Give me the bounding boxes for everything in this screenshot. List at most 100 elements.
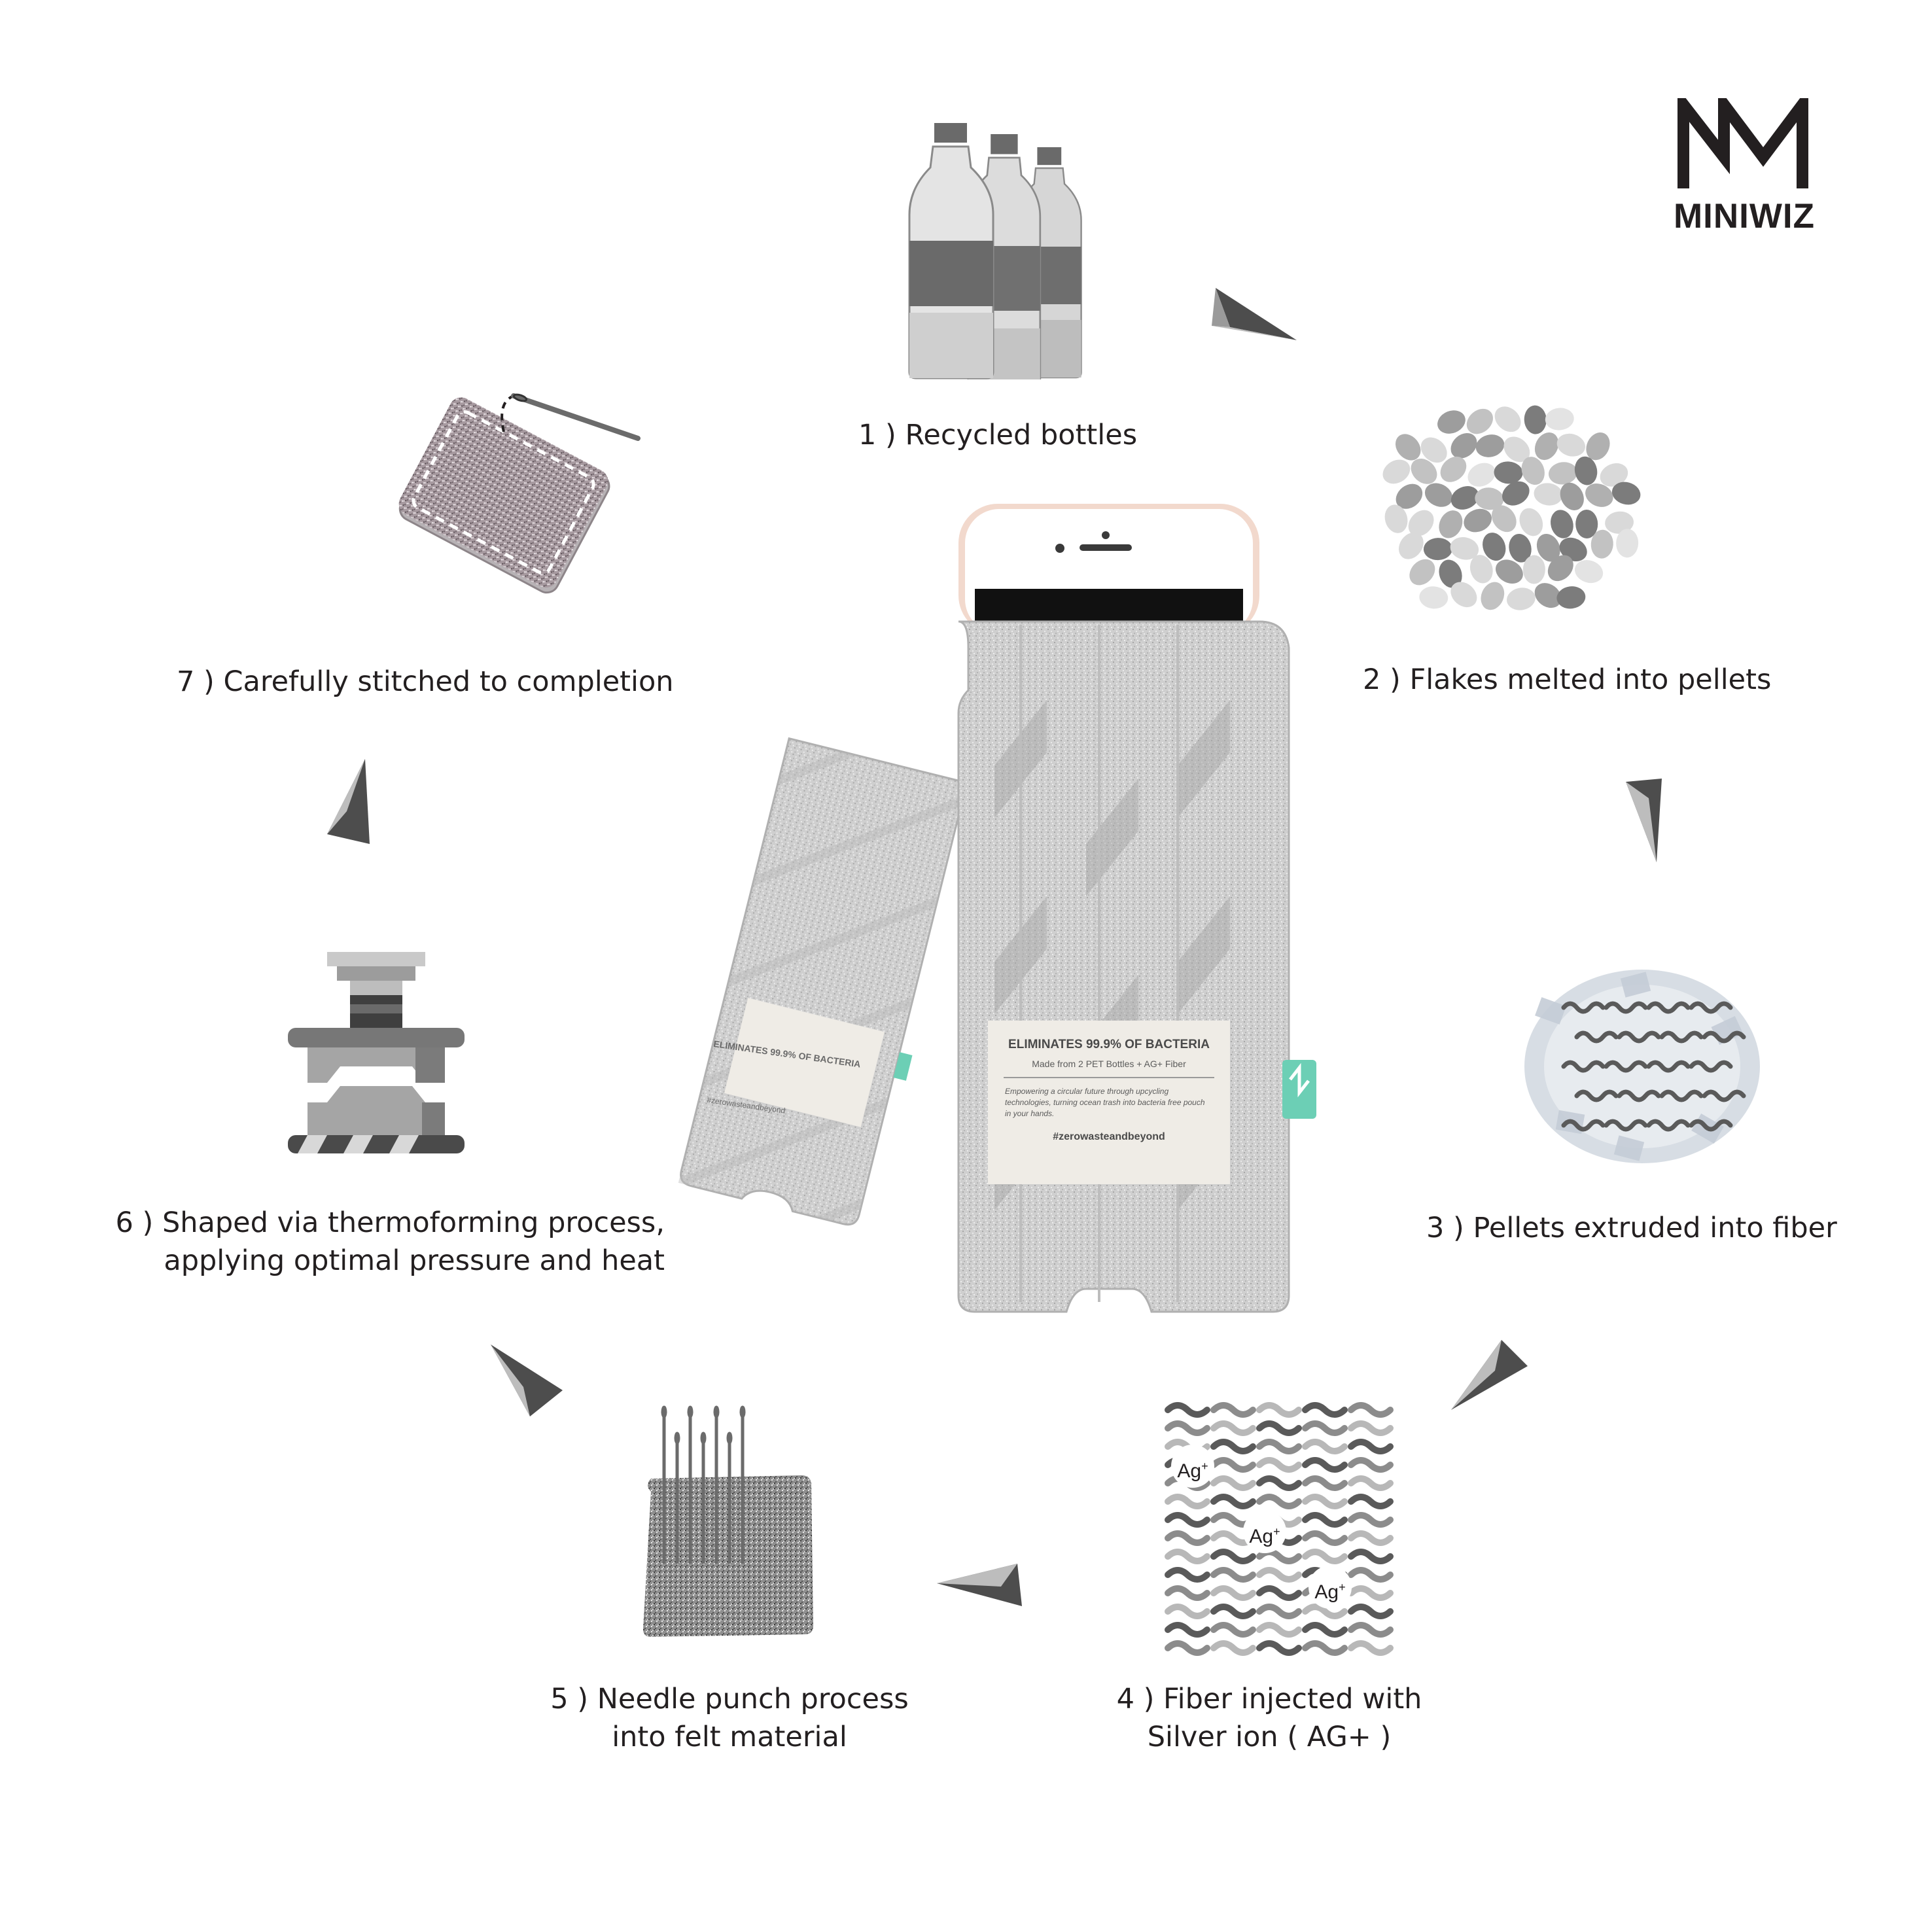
ion-fiber-strand bbox=[1348, 1640, 1394, 1656]
pellet bbox=[1590, 529, 1613, 559]
ion-fiber-strand bbox=[1210, 1567, 1256, 1583]
step-2-label: 2 ) Flakes melted into pellets bbox=[1363, 663, 1772, 696]
pellet bbox=[1382, 459, 1411, 484]
logo-text: MINIWIZ bbox=[1674, 197, 1815, 236]
pellet bbox=[1551, 510, 1573, 538]
pellet bbox=[1437, 410, 1466, 434]
pellet bbox=[1536, 533, 1560, 562]
back-tag-accent bbox=[893, 1052, 913, 1081]
ion-fiber-strand bbox=[1210, 1604, 1256, 1619]
pellet bbox=[1611, 482, 1641, 505]
ion-fiber-strand bbox=[1302, 1402, 1348, 1418]
ion-fiber-strand bbox=[1348, 1494, 1394, 1509]
ion-fiber-strand bbox=[1302, 1640, 1348, 1656]
pellet bbox=[1491, 505, 1517, 533]
ion-fiber-strand bbox=[1348, 1420, 1394, 1436]
ion-fiber-strand bbox=[1256, 1475, 1302, 1491]
pellet bbox=[1507, 588, 1536, 610]
ion-fiber-strand bbox=[1165, 1567, 1210, 1583]
needle-eye bbox=[700, 1431, 707, 1445]
fiber-strand bbox=[1574, 1030, 1619, 1044]
ion-fiber-strand bbox=[1348, 1512, 1394, 1528]
pellet bbox=[1411, 458, 1437, 484]
pellet bbox=[1586, 432, 1610, 461]
ion-fiber-strand bbox=[1302, 1512, 1348, 1528]
pellet bbox=[1440, 456, 1467, 482]
silver-ion-badge: Ag+ bbox=[1243, 1510, 1286, 1553]
pellet bbox=[1560, 482, 1584, 511]
ion-fiber-strand bbox=[1256, 1494, 1302, 1509]
pellet bbox=[1475, 487, 1504, 510]
ion-fiber-strand bbox=[1256, 1402, 1302, 1418]
ion-fiber-strand bbox=[1165, 1402, 1210, 1418]
needle-eye bbox=[713, 1405, 720, 1418]
fiber-strand bbox=[1646, 1001, 1691, 1014]
pellet bbox=[1409, 559, 1435, 586]
pellets-icon bbox=[1382, 405, 1641, 610]
fiber-strand bbox=[1604, 1060, 1648, 1073]
needle-eye bbox=[661, 1405, 667, 1418]
ion-fiber-strand bbox=[1256, 1457, 1302, 1473]
ion-fiber-strand bbox=[1302, 1622, 1348, 1638]
ion-fiber-strand bbox=[1210, 1640, 1256, 1656]
pellet bbox=[1548, 462, 1577, 485]
pellet bbox=[1605, 511, 1634, 534]
ion-fiber-strand bbox=[1210, 1549, 1256, 1564]
ion-fiber-strand bbox=[1348, 1402, 1394, 1418]
pellet bbox=[1502, 481, 1530, 506]
silver-ion-fiber-icon bbox=[1165, 1402, 1394, 1656]
needle-eye bbox=[726, 1431, 733, 1445]
pellet bbox=[1420, 437, 1447, 463]
ion-fiber-strand bbox=[1256, 1420, 1302, 1436]
fiber-strand bbox=[1574, 1089, 1619, 1102]
pellet bbox=[1384, 504, 1408, 533]
pellet bbox=[1450, 582, 1477, 608]
pellet bbox=[1481, 582, 1505, 610]
ion-fiber-strand bbox=[1348, 1439, 1394, 1454]
fiber-icon bbox=[1524, 970, 1760, 1163]
pellet bbox=[1450, 486, 1479, 510]
arrow-5-to-6-icon bbox=[491, 1344, 563, 1416]
step-7-label: 7 ) Carefully stitched to completion bbox=[177, 665, 674, 698]
pellet bbox=[1521, 457, 1545, 485]
fiber-strand bbox=[1617, 1030, 1661, 1044]
silver-ion-badge: Ag+ bbox=[1171, 1445, 1214, 1488]
step-4-label: 4 ) Fiber injected with Silver ion ( AG+… bbox=[1115, 1680, 1423, 1756]
stitched-pouch-icon bbox=[398, 393, 641, 594]
pellet bbox=[1395, 434, 1421, 461]
pellet bbox=[1494, 406, 1521, 432]
pellet bbox=[1450, 537, 1479, 560]
pellet bbox=[1534, 483, 1563, 506]
fiber-strand bbox=[1659, 1030, 1704, 1044]
ion-fiber-strand bbox=[1302, 1420, 1348, 1436]
ion-fiber-strand bbox=[1256, 1622, 1302, 1638]
ion-fiber-strand bbox=[1302, 1549, 1348, 1564]
ion-fiber-strand bbox=[1256, 1604, 1302, 1619]
pellet bbox=[1574, 559, 1604, 584]
ion-fiber-strand bbox=[1210, 1402, 1256, 1418]
pellet bbox=[1545, 408, 1574, 430]
pellet bbox=[1509, 533, 1532, 563]
pellet bbox=[1469, 555, 1493, 584]
pellet bbox=[1534, 583, 1562, 608]
pellet bbox=[1466, 408, 1493, 434]
pellet bbox=[1439, 510, 1463, 538]
fiber-strand bbox=[1561, 1060, 1606, 1073]
ion-fiber-strand bbox=[1256, 1567, 1302, 1583]
ion-fiber-strand bbox=[1210, 1457, 1256, 1473]
fiber-strand bbox=[1561, 1119, 1606, 1132]
ion-fiber-strand bbox=[1210, 1622, 1256, 1638]
fiber-strand bbox=[1604, 1001, 1648, 1014]
pellet bbox=[1496, 559, 1523, 584]
pellet bbox=[1419, 586, 1449, 609]
pellet bbox=[1503, 436, 1530, 463]
arrow-6-to-7-icon bbox=[327, 759, 370, 844]
arrow-4-to-5-icon bbox=[937, 1564, 1022, 1606]
ion-fiber-strand bbox=[1210, 1585, 1256, 1601]
pellet bbox=[1616, 529, 1639, 558]
pellet bbox=[1574, 456, 1598, 485]
tag-body: Empowering a circular future through upc… bbox=[1005, 1087, 1205, 1118]
fiber-strand bbox=[1689, 1001, 1733, 1014]
